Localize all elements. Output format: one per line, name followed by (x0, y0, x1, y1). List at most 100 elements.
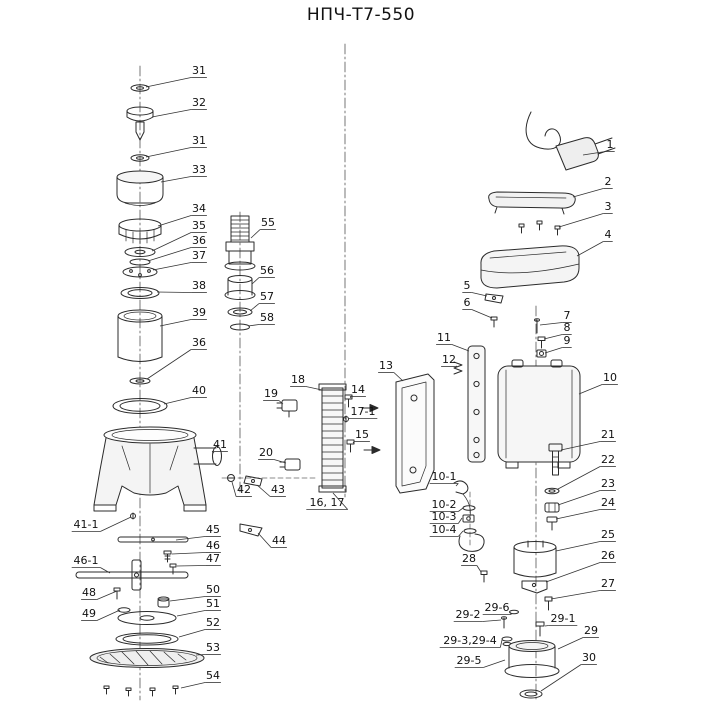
part-label-19: 19 (263, 387, 284, 405)
part-screws-54 (103, 685, 179, 697)
svg-text:11: 11 (437, 331, 451, 344)
part-label-34: 34 (157, 202, 207, 227)
part-label-41: 41 (211, 438, 228, 454)
part-label-36a: 36 (147, 234, 207, 262)
part-cylinder-39 (117, 309, 163, 362)
part-wire-loop (458, 533, 485, 552)
part-label-2: 2 (572, 175, 613, 198)
svg-text:23: 23 (601, 477, 615, 490)
svg-text:34: 34 (192, 202, 206, 215)
part-label-46-1: 46-1 (71, 554, 111, 574)
part-crossbar-46-1 (75, 559, 189, 591)
svg-text:30: 30 (582, 651, 596, 664)
svg-text:55: 55 (261, 216, 275, 229)
part-screw-14 (344, 394, 353, 408)
part-label-58: 58 (247, 311, 275, 327)
part-label-48: 48 (81, 586, 118, 600)
direction-arrow-upper (361, 404, 379, 412)
part-label-9: 9 (544, 334, 572, 354)
part-ring-40 (112, 398, 168, 414)
part-label-5: 5 (462, 279, 488, 297)
part-label-49: 49 (81, 607, 121, 621)
part-label-43: 43 (256, 483, 286, 497)
part-washer-58 (230, 323, 250, 331)
part-plate-13 (395, 373, 435, 494)
svg-text:29-5: 29-5 (457, 654, 482, 667)
part-plate-45 (117, 536, 189, 543)
part-nut-9 (536, 349, 547, 358)
part-label-32: 32 (151, 96, 207, 118)
svg-text:47: 47 (206, 552, 220, 565)
part-washer-10-2 (462, 505, 476, 511)
part-label-53: 53 (195, 641, 221, 656)
svg-text:22: 22 (601, 453, 615, 466)
part-ring-38 (120, 287, 160, 299)
diagram-title: НПЧ-Т7-550 (307, 5, 415, 25)
svg-text:29-6: 29-6 (485, 601, 510, 614)
part-label-20: 20 (258, 446, 287, 464)
svg-text:41: 41 (213, 438, 227, 451)
part-handle-2 (488, 191, 576, 215)
part-label-14: 14 (349, 383, 366, 399)
svg-text:29-1: 29-1 (551, 612, 576, 625)
part-pin-29-2 (501, 616, 507, 629)
part-label-26: 26 (545, 549, 616, 583)
svg-text:5: 5 (464, 279, 471, 292)
part-threaded-adapter-55 (224, 215, 256, 271)
svg-text:49: 49 (82, 607, 96, 620)
svg-text:32: 32 (192, 96, 206, 109)
svg-text:51: 51 (206, 597, 220, 610)
svg-text:43: 43 (271, 483, 285, 496)
svg-text:52: 52 (206, 616, 220, 629)
part-screw-42 (227, 474, 235, 482)
part-label-29: 29 (557, 624, 599, 650)
part-pin-17-1 (343, 415, 349, 423)
part-bolt-29-1 (535, 621, 545, 637)
part-ring-30 (519, 689, 543, 699)
part-label-39: 39 (159, 306, 207, 327)
svg-text:27: 27 (601, 577, 615, 590)
svg-text:15: 15 (355, 428, 369, 441)
svg-text:50: 50 (206, 583, 220, 596)
svg-text:36: 36 (192, 234, 206, 247)
part-label-44: 44 (257, 532, 287, 548)
part-washer-22 (544, 487, 560, 495)
part-cable-clamp-10-1 (453, 480, 471, 517)
part-top-cover-4 (480, 245, 580, 289)
svg-text:12: 12 (442, 353, 456, 366)
svg-text:41-1: 41-1 (74, 518, 99, 531)
part-label-6: 6 (462, 296, 493, 319)
part-screw-47 (169, 563, 177, 575)
part-label-55: 55 (250, 216, 276, 239)
svg-text:14: 14 (351, 383, 365, 396)
svg-text:3: 3 (605, 200, 612, 213)
part-capacitor-25 (513, 540, 557, 578)
svg-text:46-1: 46-1 (74, 554, 99, 567)
part-label-23: 23 (557, 477, 616, 506)
svg-text:9: 9 (564, 334, 571, 347)
part-screws-3 (518, 220, 561, 236)
part-label-45: 45 (175, 523, 221, 541)
part-plate-37 (122, 266, 158, 278)
part-label-56: 56 (251, 264, 275, 285)
svg-text:37: 37 (192, 249, 206, 262)
svg-text:57: 57 (260, 290, 274, 303)
svg-text:36: 36 (192, 336, 206, 349)
svg-text:24: 24 (601, 496, 615, 509)
svg-text:31: 31 (192, 64, 206, 77)
part-screw-46 (163, 550, 172, 563)
svg-text:2: 2 (605, 175, 612, 188)
part-label-12: 12 (441, 353, 458, 367)
part-latch-5 (484, 293, 504, 304)
svg-text:17-1: 17-1 (351, 405, 376, 418)
part-label-29-6: 29-6 (482, 601, 512, 615)
part-power-plug-1 (525, 111, 616, 171)
svg-text:54: 54 (206, 669, 220, 682)
part-strainer-disc-53 (89, 648, 205, 668)
part-bracket-26 (521, 580, 548, 594)
part-label-33: 33 (160, 163, 207, 183)
part-label-22: 22 (557, 453, 616, 490)
part-pump-head-29 (504, 640, 560, 678)
